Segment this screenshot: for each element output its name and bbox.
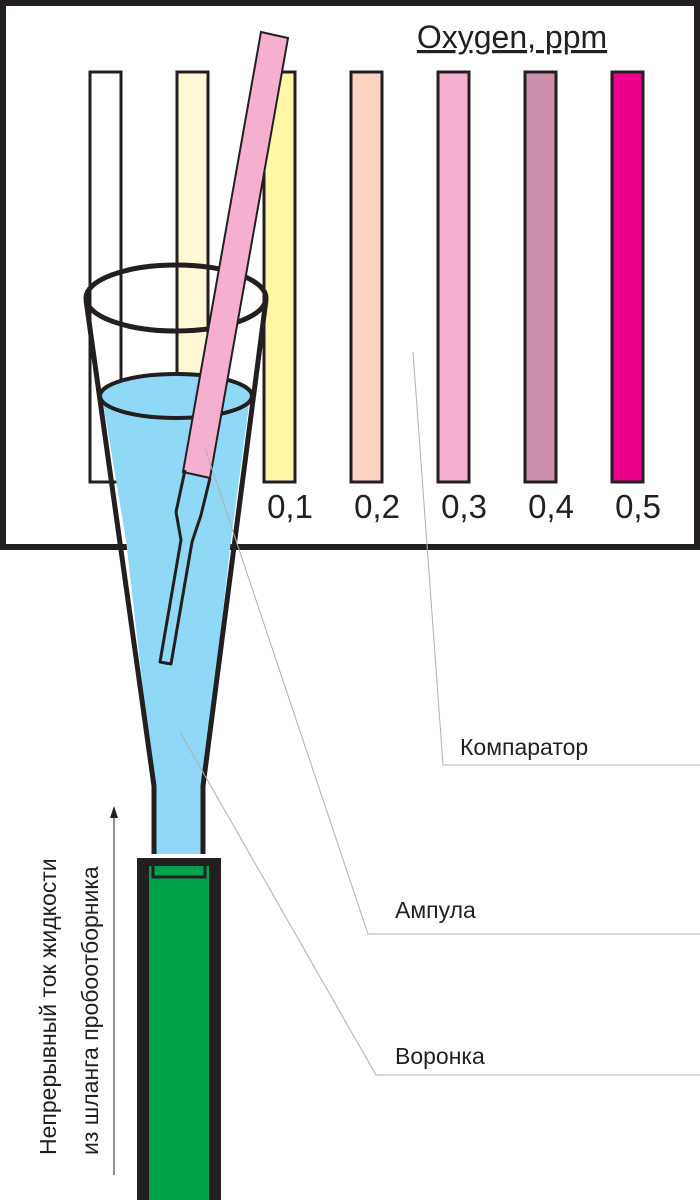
scale-label-0-4: 0,4 <box>528 488 574 525</box>
ampoule <box>158 30 290 666</box>
flow-label-line1: Непрерывный ток жидкости <box>35 858 61 1155</box>
scale-labels: 0,1 0,2 0,3 0,4 0,5 <box>267 488 661 525</box>
funnel-wall-right <box>200 299 269 854</box>
funnel <box>83 262 269 854</box>
hose-inner <box>149 866 209 1200</box>
scale-stripe-7 <box>610 70 645 484</box>
label-ampoule: Ампула <box>395 897 476 923</box>
sampler-hose <box>137 858 221 1200</box>
scale-stripe-6 <box>523 70 558 484</box>
scale-label-0-5: 0,5 <box>615 488 661 525</box>
funnel-wall-left <box>83 299 157 854</box>
ampoule-tip <box>158 469 212 666</box>
flow-arrow-head <box>110 806 118 818</box>
color-scale <box>88 70 645 484</box>
scale-label-0-1: 0,1 <box>267 488 313 525</box>
callout-lines <box>179 351 700 1076</box>
label-funnel: Воронка <box>395 1043 485 1069</box>
liquid-surface <box>98 372 254 420</box>
scale-stripe-4 <box>349 70 384 484</box>
funnel-rim <box>83 262 269 334</box>
scale-label-0-2: 0,2 <box>354 488 400 525</box>
hose-cap <box>151 861 207 879</box>
label-comparator: Компаратор <box>460 734 588 760</box>
flow-arrow <box>110 806 118 1175</box>
callout-line-funnel <box>179 731 700 1076</box>
funnel-liquid <box>101 390 251 854</box>
flow-label-line2: из шланга пробоотборника <box>77 866 103 1155</box>
scale-stripe-5 <box>436 70 471 484</box>
callout-line-comparator <box>412 351 700 766</box>
comparator-title: Oxygen, ppm <box>417 19 607 55</box>
callout-line-ampoule <box>204 447 700 935</box>
scale-label-0-3: 0,3 <box>441 488 487 525</box>
